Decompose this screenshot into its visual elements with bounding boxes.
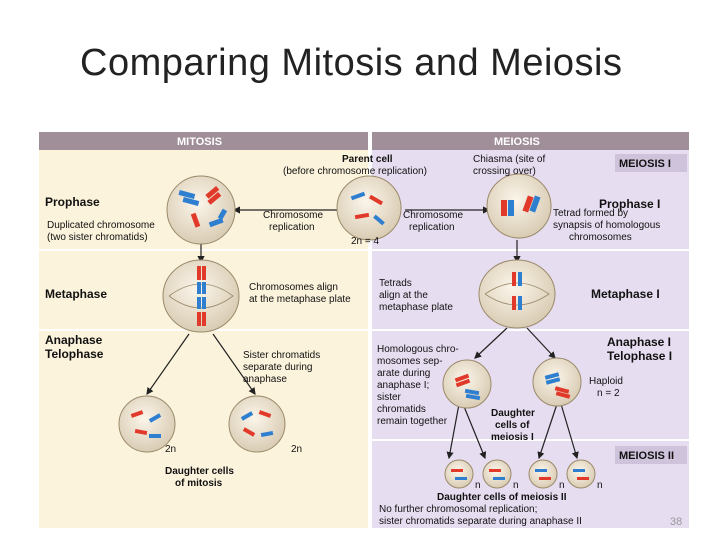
stage-anaphase: Anaphase <box>45 333 103 347</box>
homol-label-3: arate during <box>377 368 430 379</box>
dmit-label-1: Daughter cells <box>165 466 234 477</box>
tetrads-label-1: Tetrads <box>379 278 412 289</box>
mitosis-header: MITOSIS <box>177 136 222 148</box>
repl-right-1: Chromosome <box>403 210 463 221</box>
homol-label-5: sister <box>377 392 402 403</box>
meiosis2-daughter-cells <box>444 459 596 489</box>
dm2-label: Daughter cells of meiosis II <box>437 492 567 503</box>
align-label-1: Chromosomes align <box>249 282 338 293</box>
dup-chrom-label-2: (two sister chromatids) <box>47 232 148 243</box>
meiosis-header-bar <box>372 132 689 150</box>
repl-left-1: Chromosome <box>263 210 323 221</box>
ploidy-2n4: 2n = 4 <box>351 236 380 247</box>
meiosis1-label: MEIOSIS I <box>619 158 671 170</box>
haploid-label-2: n = 2 <box>597 388 620 399</box>
homol-label-7: remain together <box>377 416 448 427</box>
sister-label-1: Sister chromatids <box>243 350 320 361</box>
meiosis2-label: MEIOSIS II <box>619 450 674 462</box>
process-arrows <box>146 206 579 460</box>
n-label-3: n <box>559 480 565 491</box>
n-label-2: n <box>513 480 519 491</box>
mitosis-prophase-cell <box>166 175 236 245</box>
ploidy-2n-right: 2n <box>291 444 302 455</box>
stage-telophase1: Telophase I <box>607 349 672 363</box>
sister-label-3: anaphase <box>243 374 287 385</box>
meiosis-header: MEIOSIS <box>494 136 540 148</box>
stage-metaphase1: Metaphase I <box>591 287 660 301</box>
haploid-label-1: Haploid <box>589 376 623 387</box>
meiosis-metaphase1-cell <box>478 259 556 329</box>
sister-label-2: separate during <box>243 362 313 373</box>
tetrads-label-2: align at the <box>379 290 428 301</box>
nofurther-label-1: No further chromosomal replication; <box>379 504 537 515</box>
mitosis-metaphase-cell <box>162 259 240 333</box>
dup-chrom-label-1: Duplicated chromosome <box>47 220 155 231</box>
slide-title: Comparing Mitosis and Meiosis <box>80 42 623 84</box>
stage-telophase: Telophase <box>45 347 104 361</box>
stage-prophase1: Prophase I <box>599 197 660 211</box>
mitosis-daughter-cell-right <box>228 395 286 453</box>
chiasma-label-1: Chiasma (site of <box>473 154 545 165</box>
dm1-label-3: meiosis I <box>491 432 534 443</box>
nofurther-label-2: sister chromatids separate during anapha… <box>379 516 582 527</box>
n-label-1: n <box>475 480 481 491</box>
dm1-label-1: Daughter <box>491 408 535 419</box>
homol-label-2: mosomes sep- <box>377 356 443 367</box>
tetrad-label-2: synapsis of homologous <box>553 220 660 231</box>
homol-label-1: Homologous chro- <box>377 344 459 355</box>
repl-right-2: replication <box>409 222 455 233</box>
stage-dividers <box>39 249 689 441</box>
page-number: 38 <box>670 516 683 528</box>
tetrads-label-3: metaphase plate <box>379 302 453 313</box>
dm1-label-2: cells of <box>495 420 530 431</box>
parent-cell <box>336 175 402 241</box>
meiosis1-tag <box>615 154 687 172</box>
chiasma-label-2: crossing over) <box>473 166 536 177</box>
meiosis1-daughter-cell-left <box>442 359 492 409</box>
meiosis1-daughter-cell-right <box>532 357 582 407</box>
repl-left-2: replication <box>269 222 315 233</box>
meiosis2-tag <box>615 446 687 464</box>
tetrad-label-3: chromosomes <box>569 232 632 243</box>
parent-cell-note: (before chromosome replication) <box>283 166 427 177</box>
meiosis-prophase1-cell <box>486 173 552 239</box>
parent-cell-label: Parent cell <box>342 154 393 165</box>
dmit-label-2: of mitosis <box>175 478 223 489</box>
mitosis-meiosis-diagram: MITOSIS MEIOSIS MEIOSIS I MEIOSIS II Pro… <box>39 132 689 528</box>
align-label-2: at the metaphase plate <box>249 294 351 305</box>
mitosis-header-bar <box>39 132 368 150</box>
homol-label-6: chromatids <box>377 404 426 415</box>
homol-label-4: anaphase I; <box>377 380 429 391</box>
tetrad-label-1: Tetrad formed by <box>553 208 628 219</box>
ploidy-2n-left: 2n <box>165 444 176 455</box>
stage-prophase: Prophase <box>45 195 100 209</box>
stage-anaphase1: Anaphase I <box>607 335 671 349</box>
n-label-4: n <box>597 480 603 491</box>
mitosis-daughter-cell-left <box>118 395 176 453</box>
stage-metaphase: Metaphase <box>45 287 107 301</box>
